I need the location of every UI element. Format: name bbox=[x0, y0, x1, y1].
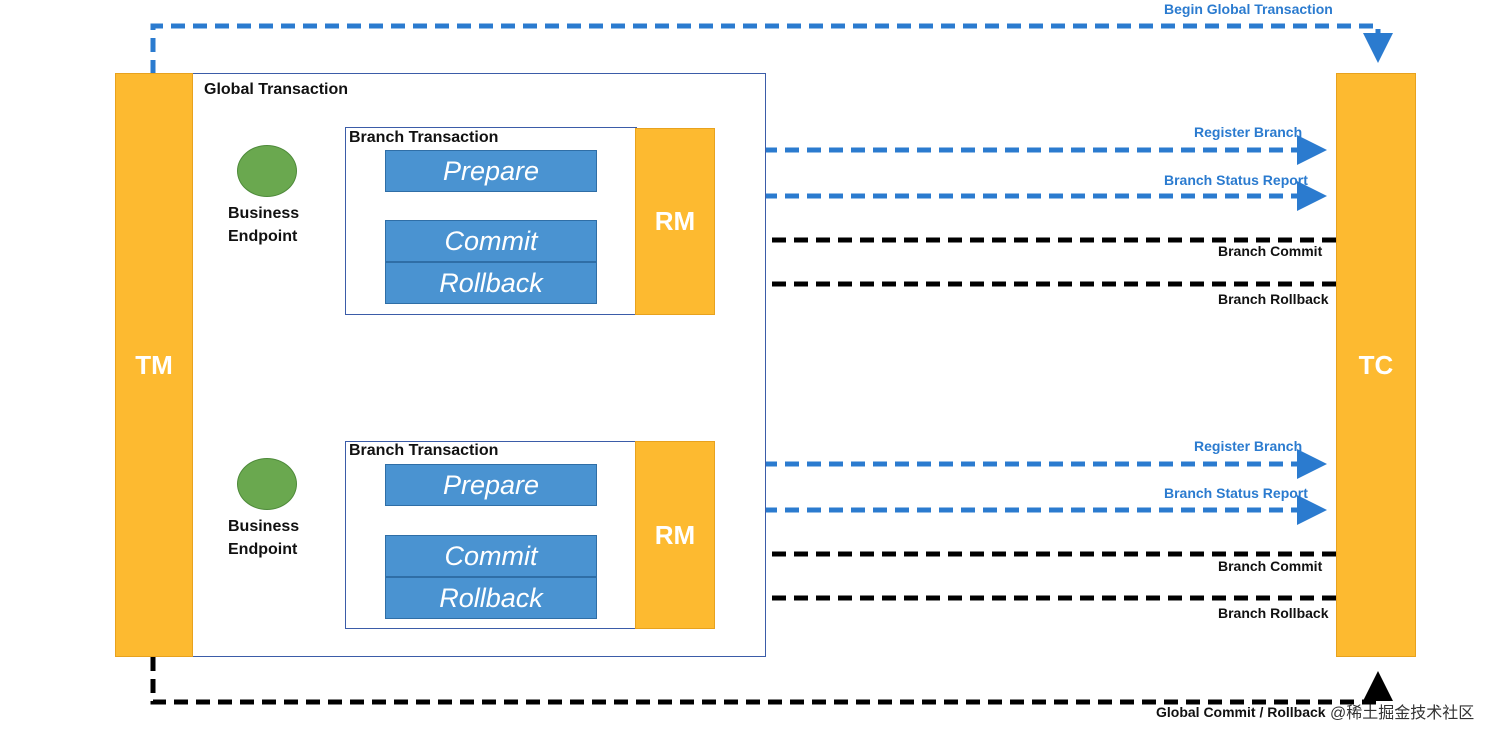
branch-rollback-label-2: Branch Rollback bbox=[1218, 605, 1329, 621]
business-endpoint-label-1: Business Endpoint bbox=[228, 202, 299, 248]
commit-label-1: Commit bbox=[444, 225, 538, 256]
rollback-label-1: Rollback bbox=[439, 267, 543, 298]
branch-status-report-label-1: Branch Status Report bbox=[1164, 172, 1308, 188]
business-endpoint-label-2: Business Endpoint bbox=[228, 515, 299, 561]
rm-label-1: RM bbox=[654, 206, 696, 236]
rm-component-1: RM bbox=[635, 128, 715, 315]
branch-commit-label-1: Branch Commit bbox=[1218, 243, 1323, 259]
prepare-label-1: Prepare bbox=[442, 155, 540, 186]
begin-global-transaction-arrow bbox=[150, 23, 1393, 74]
branch-commit-label-2: Branch Commit bbox=[1218, 558, 1323, 574]
register-branch-label-2: Register Branch bbox=[1194, 438, 1303, 454]
commit-label-2: Commit bbox=[444, 540, 538, 571]
global-transaction-label: Global Transaction bbox=[204, 81, 349, 98]
business-endpoint-circle-2 bbox=[237, 458, 297, 510]
branch-transaction-label-1: Branch Transaction bbox=[349, 129, 499, 146]
branch-rollback-label-1: Branch Rollback bbox=[1218, 291, 1329, 307]
commit-step-2: Commit bbox=[385, 535, 597, 577]
commit-step-1: Commit bbox=[385, 220, 597, 262]
begin-global-transaction-label: Begin Global Transaction bbox=[1164, 1, 1333, 17]
business-endpoint-line2-1: Endpoint bbox=[228, 228, 298, 245]
rm-label-2: RM bbox=[654, 519, 696, 550]
tm-component: TM bbox=[115, 73, 193, 657]
rm-component-2: RM bbox=[635, 441, 715, 629]
global-commit-rollback-arrow bbox=[150, 657, 1393, 705]
tm-label: TM bbox=[135, 349, 173, 380]
prepare-step-1: Prepare bbox=[385, 150, 597, 192]
rollback-step-1: Rollback bbox=[385, 262, 597, 304]
business-endpoint-circle-1 bbox=[237, 145, 297, 197]
business-endpoint-line1-1: Business bbox=[228, 205, 300, 222]
tc-label: TC bbox=[1358, 349, 1394, 380]
business-endpoint-line2-2: Endpoint bbox=[228, 541, 298, 558]
global-commit-rollback-label: Global Commit / Rollback bbox=[1156, 704, 1326, 720]
rollback-step-2: Rollback bbox=[385, 577, 597, 619]
prepare-label-2: Prepare bbox=[442, 469, 540, 500]
branch-transaction-label-2: Branch Transaction bbox=[349, 442, 499, 459]
prepare-step-2: Prepare bbox=[385, 464, 597, 506]
register-branch-label-1: Register Branch bbox=[1194, 124, 1303, 140]
watermark: @稀土掘金技术社区 bbox=[1330, 705, 1475, 722]
branch-status-report-label-2: Branch Status Report bbox=[1164, 485, 1308, 501]
business-endpoint-line1-2: Business bbox=[228, 518, 300, 535]
rollback-label-2: Rollback bbox=[439, 582, 543, 613]
tc-component: TC bbox=[1336, 73, 1416, 657]
